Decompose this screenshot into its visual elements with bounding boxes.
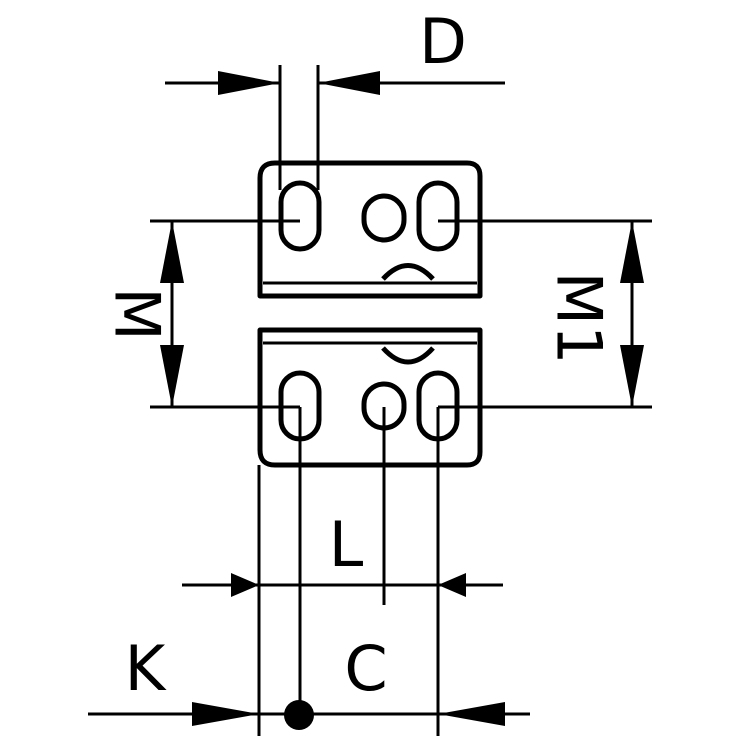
k-arrow <box>192 702 259 726</box>
lower-plate <box>257 327 483 468</box>
label-m: M <box>101 287 174 341</box>
dimension-m1 <box>438 219 652 409</box>
m1-arrow-bottom <box>620 345 644 407</box>
l-arrow-right <box>438 573 466 597</box>
dimension-m <box>150 219 300 409</box>
upper-notch <box>381 263 435 281</box>
m-arrow-top <box>160 221 184 283</box>
label-m1: M1 <box>543 272 616 365</box>
label-c: C <box>344 632 387 705</box>
upper-center-hole <box>361 193 407 243</box>
lower-notch <box>381 346 435 365</box>
dimension-d <box>165 65 505 190</box>
l-arrow-left <box>231 573 259 597</box>
m-arrow-bottom <box>160 345 184 407</box>
label-k: K <box>125 632 167 705</box>
dimension-l <box>182 573 503 597</box>
reference-dot <box>284 700 314 730</box>
d-arrow-left <box>218 71 280 95</box>
label-l: L <box>329 508 364 581</box>
upper-right-slot <box>416 180 460 252</box>
c-arrow <box>438 702 505 726</box>
extension-lines <box>257 407 440 736</box>
m1-arrow-top <box>620 221 644 283</box>
dimension-c-k <box>88 700 530 730</box>
label-d: D <box>419 5 467 78</box>
upper-left-slot <box>278 180 322 252</box>
upper-plate <box>257 160 483 299</box>
d-arrow-right <box>318 71 380 95</box>
